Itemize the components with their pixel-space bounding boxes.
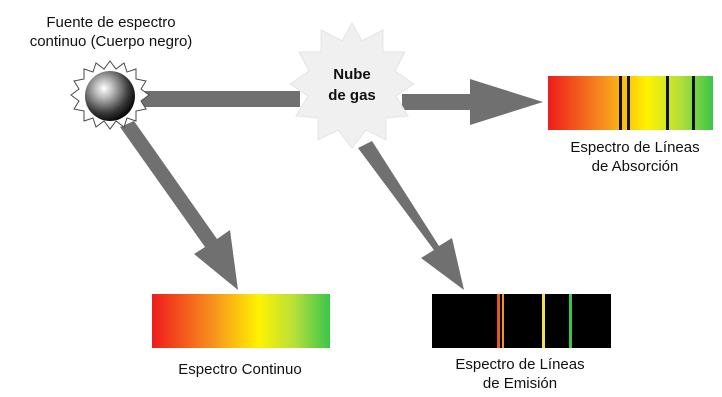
- absorption-line: [627, 76, 630, 130]
- absorption-label: Espectro de Líneas de Absorción: [545, 138, 722, 176]
- cloud-icon: [289, 21, 415, 149]
- arrow-icon: [120, 121, 238, 290]
- emission-label-line1: Espectro de Líneas: [455, 356, 585, 373]
- source-label: Fuente de espectro continuo (Cuerpo negr…: [6, 13, 216, 51]
- arrow-icon: [140, 91, 300, 107]
- arrow-icon: [402, 79, 543, 125]
- cloud-label-line2: de gas: [328, 87, 376, 104]
- absorption-label-line1: Espectro de Líneas: [570, 139, 700, 156]
- absorption-line: [666, 76, 669, 130]
- continuous-spectrum: [152, 294, 330, 348]
- arrow-source-to-cloud: [140, 91, 300, 107]
- cloud-label-line1: Nube: [333, 66, 371, 83]
- absorption-line: [619, 76, 622, 130]
- source-label-line2: continuo (Cuerpo negro): [29, 33, 193, 50]
- arrow-cloud-to-emission: [358, 141, 464, 290]
- emission-line: [502, 294, 504, 348]
- absorption-line: [692, 76, 695, 130]
- continuous-label: Espectro Continuo: [120, 360, 360, 379]
- emission-line: [542, 294, 545, 348]
- arrow-source-to-continuous: [120, 121, 238, 290]
- emission-line: [569, 294, 572, 348]
- absorption-label-line2: de Absorción: [591, 158, 679, 175]
- emission-label-line2: de Emisión: [482, 375, 558, 392]
- star-icon: [70, 60, 150, 130]
- emission-line: [497, 294, 500, 348]
- source-label-line1: Fuente de espectro: [46, 14, 176, 31]
- emission-label: Espectro de Líneas de Emisión: [410, 355, 630, 393]
- absorption-spectrum: [548, 76, 713, 130]
- cloud-label: Nube de gas: [296, 64, 408, 106]
- emission-spectrum: [432, 294, 611, 348]
- arrow-icon: [358, 141, 464, 290]
- continuous-label-text: Espectro Continuo: [178, 361, 302, 378]
- arrow-cloud-to-absorption: [402, 79, 543, 125]
